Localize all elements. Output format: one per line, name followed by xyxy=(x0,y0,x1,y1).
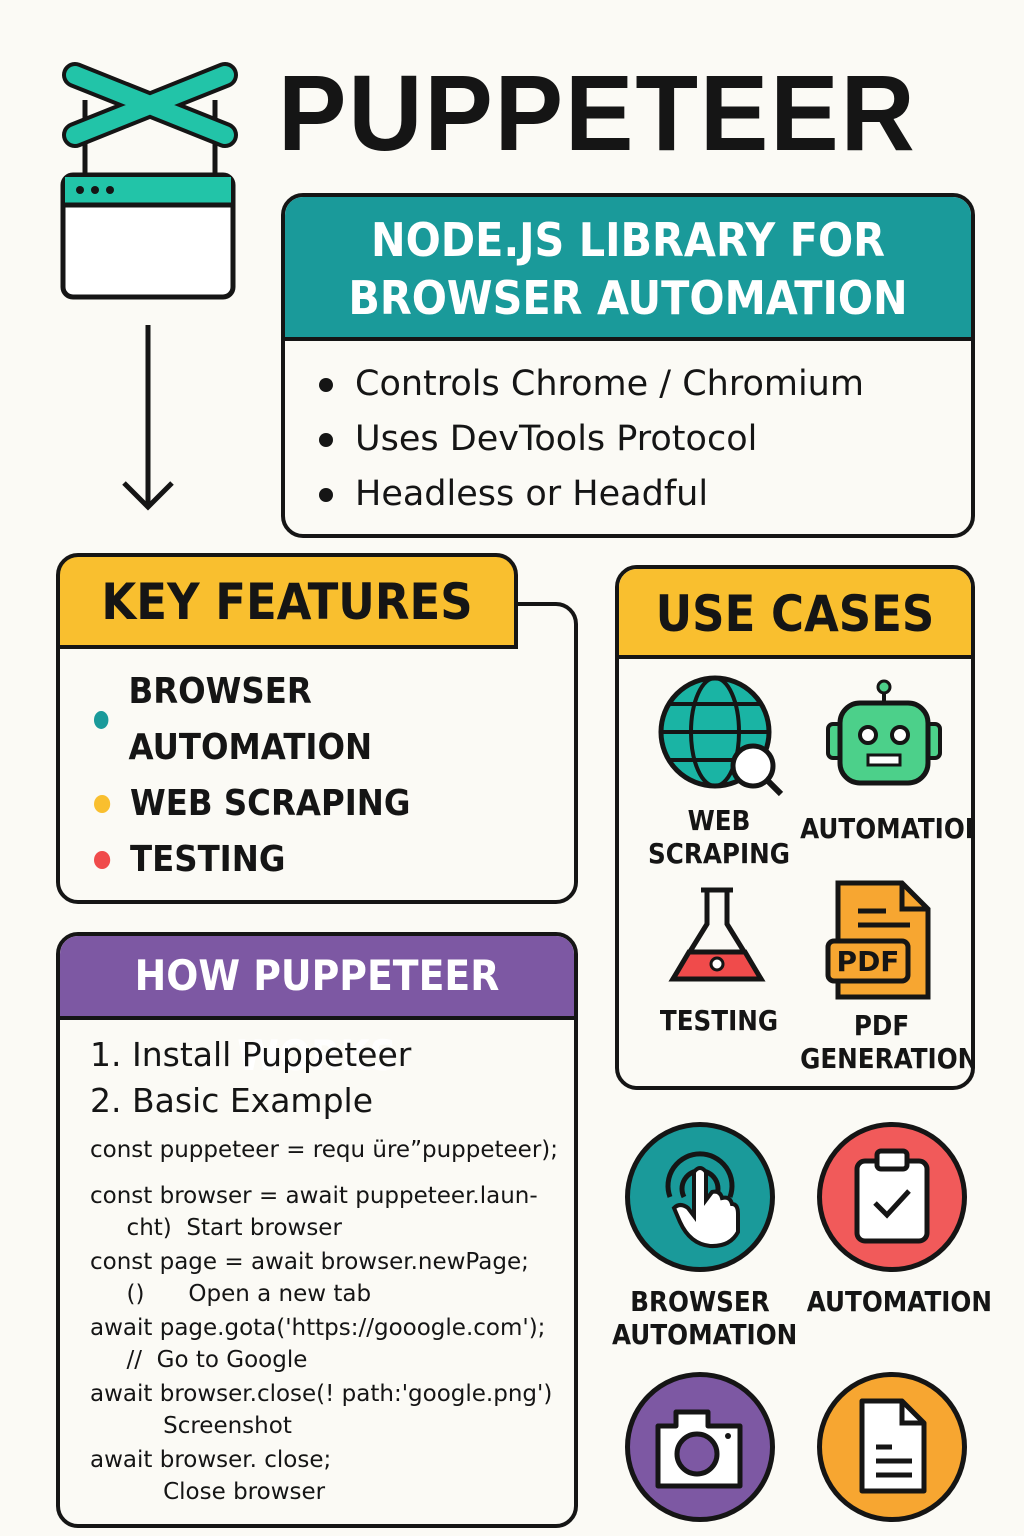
screenshot-icon-button xyxy=(625,1372,775,1522)
how-it-works-card: HOW PUPPETEER WORKS 1. Install Puppeteer… xyxy=(56,932,578,1528)
intro-card: NODE.JS LIBRARY FOR BROWSER AUTOMATION C… xyxy=(281,193,975,538)
label: BROWSER xyxy=(630,1285,770,1318)
touch-icon xyxy=(665,1151,740,1249)
code-line: await browser. close; Close browser xyxy=(90,1447,332,1505)
use-cases-heading: USE CASES xyxy=(619,569,971,659)
arrow-down-icon xyxy=(122,325,174,511)
label: GENERATION xyxy=(800,1042,975,1075)
code-line: const browser = await puppeteer.laun- ch… xyxy=(90,1183,538,1241)
step: 2. Basic Example xyxy=(90,1081,373,1120)
use-case-testing: TESTING xyxy=(659,1004,779,1037)
label: AUTOMATION xyxy=(612,1318,798,1351)
camera-icon xyxy=(655,1409,743,1489)
key-features-heading: KEY FEATURES xyxy=(56,553,518,649)
intro-heading: NODE.JS LIBRARY FOR BROWSER AUTOMATION xyxy=(285,197,971,341)
page-title: PUPPETEER xyxy=(278,52,917,173)
feature-label: BROWSER AUTOMATION xyxy=(128,671,373,768)
flask-icon xyxy=(668,887,766,982)
heading-line: NODE.JS LIBRARY FOR xyxy=(371,213,885,267)
bullet-text: Controls Chrome / Chromium xyxy=(355,364,864,404)
label: PDF xyxy=(853,1009,910,1042)
key-features-card: BROWSER AUTOMATION WEB SCRAPING TESTING … xyxy=(56,602,578,904)
feature-item: WEB SCRAPING xyxy=(94,776,526,832)
code-line: await page.gota('https://gooogle.com'); … xyxy=(90,1315,546,1373)
bullet-text: Headless or Headful xyxy=(355,474,709,514)
feature-item: TESTING xyxy=(94,832,526,888)
intro-bullet: Controls Chrome / Chromium xyxy=(319,357,971,412)
how-it-works-heading: HOW PUPPETEER WORKS xyxy=(60,936,574,1080)
feature-label: SCREENSHOTS & PDFS xyxy=(129,888,526,900)
feature-label: TESTING xyxy=(130,839,286,880)
use-case-automation: AUTOMATION xyxy=(800,812,975,845)
heading-line: BROWSER AUTOMATION xyxy=(348,271,908,325)
clipboard-check-icon xyxy=(854,1148,930,1244)
globe-search-icon xyxy=(658,675,784,797)
label: SCRAPING xyxy=(648,837,790,870)
bullet-text: Uses DevTools Protocol xyxy=(355,419,758,459)
intro-bullet: Uses DevTools Protocol xyxy=(319,412,971,467)
browser-automation-icon-button xyxy=(625,1122,775,1272)
code-line: const puppeteer = requ üre”puppeteer); xyxy=(90,1137,559,1163)
robot-icon xyxy=(826,679,942,786)
feature-item: SCREENSHOTS & PDFS xyxy=(94,888,526,900)
pdf-icon: PDF xyxy=(825,880,931,1000)
document-icon xyxy=(859,1398,927,1494)
intro-bullet: Headless or Headful xyxy=(319,467,971,522)
feature-item: BROWSER AUTOMATION xyxy=(94,664,526,776)
label: WEB xyxy=(687,804,751,837)
code-line: const page = await browser.newPage; () O… xyxy=(90,1249,529,1307)
feature-label: WEB SCRAPING xyxy=(130,783,411,824)
automation-label: AUTOMATION xyxy=(806,1285,992,1318)
step: 1. Install Puppeteer xyxy=(90,1035,412,1074)
automation-icon-button xyxy=(817,1122,967,1272)
pdf-badge-text: PDF xyxy=(837,945,900,978)
document-icon-button xyxy=(817,1372,967,1522)
puppeteer-logo-icon xyxy=(60,62,238,300)
code-line: await browser.close(! path:'google.png')… xyxy=(90,1381,553,1439)
